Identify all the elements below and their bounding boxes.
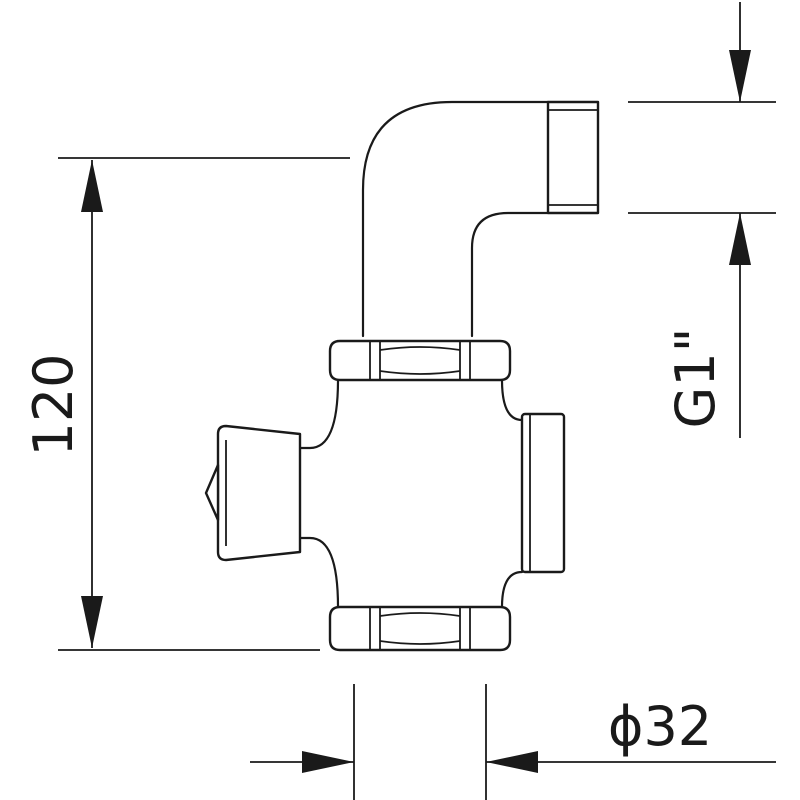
- bottom-union-nut: [328, 605, 512, 652]
- height-arrow-bottom: [81, 596, 103, 648]
- thread-arrow-bottom: [729, 213, 751, 265]
- side-cap: [520, 412, 566, 574]
- elbow-inner-contour: [470, 211, 550, 338]
- diameter-dimension-label: ϕ32: [608, 695, 712, 758]
- body-right-contour: [500, 378, 524, 609]
- diameter-arrow-right: [486, 751, 538, 773]
- thread-dimension: G1": [628, 2, 776, 438]
- bottom-nut-outline: [328, 605, 512, 652]
- thread-dimension-label: G1": [664, 327, 727, 428]
- diameter-dimension: ϕ32: [250, 684, 776, 800]
- top-union-nut: [328, 339, 512, 382]
- valve-body: [298, 378, 524, 609]
- valve-handle: [204, 424, 302, 562]
- handle-knob: [216, 424, 302, 562]
- side-cap-body: [520, 412, 566, 574]
- elbow-thread-end: [546, 100, 600, 215]
- handle-tip: [204, 463, 220, 522]
- height-arrow-top: [81, 160, 103, 212]
- top-nut-outline: [328, 339, 512, 382]
- height-dimension: 120: [22, 157, 350, 651]
- bottom-nut-chamfer: [379, 612, 461, 645]
- diameter-arrow-left: [302, 751, 354, 773]
- thread-arrow-top: [729, 50, 751, 102]
- pipe-elbow: [361, 100, 600, 338]
- top-nut-chamfer: [379, 346, 461, 375]
- body-left-contour: [298, 378, 340, 609]
- height-dimension-label: 120: [22, 353, 85, 456]
- elbow-outer-contour: [361, 100, 550, 338]
